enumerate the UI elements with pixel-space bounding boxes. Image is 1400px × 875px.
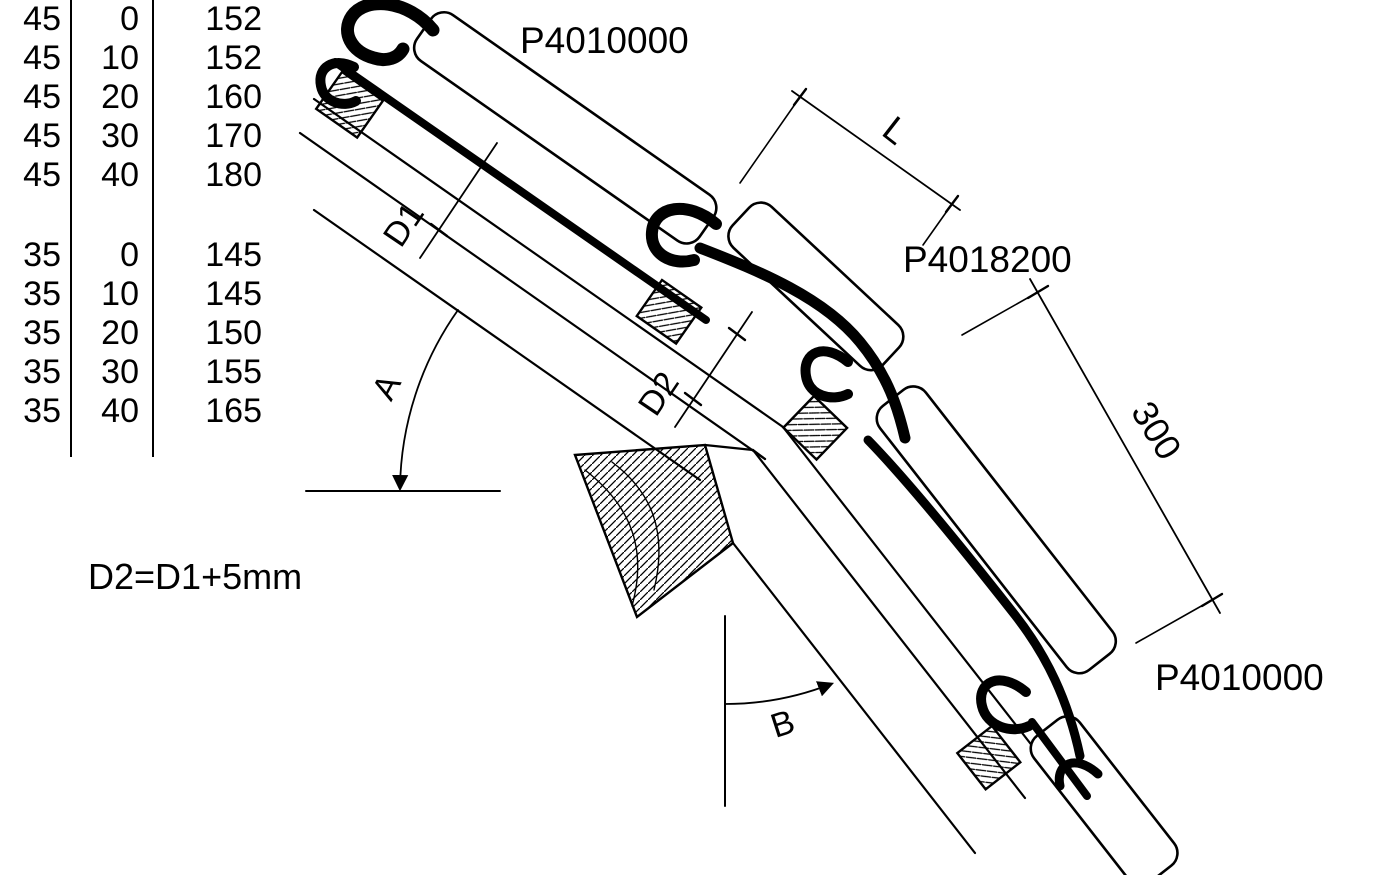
- table-cell: 10: [101, 275, 139, 313]
- flashing-curl-bottom: [976, 675, 1034, 735]
- label-dim-300: 300: [1123, 394, 1190, 467]
- extension-line: [961, 291, 1039, 336]
- flashing-curl-top-small: [315, 58, 361, 109]
- extension-line: [922, 203, 953, 246]
- table-row: 45 40 180: [0, 156, 268, 195]
- table-cell: 145: [205, 236, 262, 274]
- table-row: 35 30 155: [0, 353, 268, 392]
- label-angle-b: B: [766, 703, 799, 746]
- dim-tick: [472, 157, 492, 173]
- purlin-grain-line: [611, 461, 660, 591]
- table-cell: 150: [205, 314, 262, 352]
- table-cell: 40: [101, 156, 139, 194]
- flashing-s-curve: [694, 242, 911, 444]
- lower-rafter-underside-line: [731, 541, 977, 855]
- table-column-divider: [70, 0, 72, 457]
- tile-outline: [1029, 715, 1179, 875]
- table-row: 45 0 152: [0, 0, 268, 39]
- table-cell: 160: [205, 78, 262, 116]
- angle-b-arc: [724, 681, 835, 705]
- table-cell: 35: [23, 392, 61, 430]
- label-dim-d2: D2: [631, 365, 687, 422]
- flashing-curl-bottom-small: [1054, 758, 1103, 791]
- table-cell: 45: [23, 156, 61, 194]
- table-row: 35 40 165: [0, 392, 268, 431]
- table-cell: 30: [101, 353, 139, 391]
- table-cell: 35: [23, 236, 61, 274]
- table-cell: 0: [120, 236, 139, 274]
- label-note: D2=D1+5mm: [88, 556, 302, 597]
- table-cell: 45: [23, 0, 61, 38]
- flashing-curl-transition: [800, 346, 853, 403]
- table-cell: 20: [101, 78, 139, 116]
- dim-line-d2: [674, 311, 753, 428]
- table-rows: 45 0 152 45 10 152 45 20 160 45 30 170 45 40 180 35 0 145…: [0, 0, 268, 431]
- table-cell: 40: [101, 392, 139, 430]
- table-cell: 0: [120, 0, 139, 38]
- table-cell: 20: [101, 314, 139, 352]
- table-cell: 30: [101, 117, 139, 155]
- table-row: 35 20 150: [0, 314, 268, 353]
- dim-line-l: [791, 90, 961, 211]
- table-row: 35 10 145: [0, 275, 268, 314]
- lower-boarding-top-line: [781, 425, 1057, 777]
- table-row: 45 10 152: [0, 39, 268, 78]
- purlin-hatched-section: [573, 443, 735, 619]
- table-cell: 155: [205, 353, 262, 391]
- dim-line-d1: [419, 142, 498, 259]
- table-cell: 165: [205, 392, 262, 430]
- table-cell: 10: [101, 39, 139, 77]
- angle-a-arc: [392, 309, 459, 492]
- table-cell: 152: [205, 0, 262, 38]
- table-cell: 35: [23, 275, 61, 313]
- tile-outline: [875, 385, 1118, 675]
- flashing-curl-middle: [645, 202, 722, 268]
- label-part-middle: P4018200: [903, 239, 1072, 280]
- table-column-divider: [152, 0, 154, 457]
- table-cell: 180: [205, 156, 262, 194]
- label-part-top: P4010000: [520, 20, 689, 61]
- dim-tick: [727, 326, 747, 342]
- table-cell: 45: [23, 78, 61, 116]
- upper-boarding-top-line: [312, 97, 785, 429]
- table-cell: 145: [205, 275, 262, 313]
- table-row: 45 30 170: [0, 117, 268, 156]
- batten-hatched: [955, 724, 1023, 792]
- batten-hatched: [781, 394, 849, 462]
- label-angle-a: A: [365, 368, 409, 406]
- extension-line: [739, 96, 801, 184]
- junction-line: [703, 443, 755, 452]
- extension-line: [1135, 599, 1213, 644]
- table-cell: 170: [205, 117, 262, 155]
- table-row: 35 0 145: [0, 236, 268, 275]
- label-part-bottom: P4010000: [1155, 657, 1324, 698]
- flashing-strip-lower: [863, 435, 1085, 761]
- table-cell: 45: [23, 39, 61, 77]
- upper-boarding-bottom-line: [298, 131, 767, 461]
- table-cell: 35: [23, 353, 61, 391]
- upper-rafter-underside-line: [312, 208, 702, 482]
- label-dim-d1: D1: [376, 196, 432, 253]
- table-cell: 152: [205, 39, 262, 77]
- label-dim-l: L: [875, 108, 916, 153]
- dim-tick: [683, 391, 703, 407]
- tile-outline: [727, 201, 905, 372]
- table-cell: 35: [23, 314, 61, 352]
- batten-hatched: [635, 278, 703, 346]
- flashing-strip-upper: [331, 58, 710, 324]
- dim-tick: [429, 222, 449, 238]
- flashing-strip-bottom: [1028, 718, 1091, 800]
- flashing-curl-top: [341, 0, 440, 67]
- table-row: 45 20 160: [0, 78, 268, 117]
- table-cell: 45: [23, 117, 61, 155]
- junction-line: [751, 448, 767, 461]
- dim-line-300: [1029, 278, 1221, 614]
- purlin-grain-line: [584, 469, 639, 607]
- angle-distance-table: 45 0 152 45 10 152 45 20 160 45 30 170 45 40 180 35 0 145…: [0, 0, 268, 457]
